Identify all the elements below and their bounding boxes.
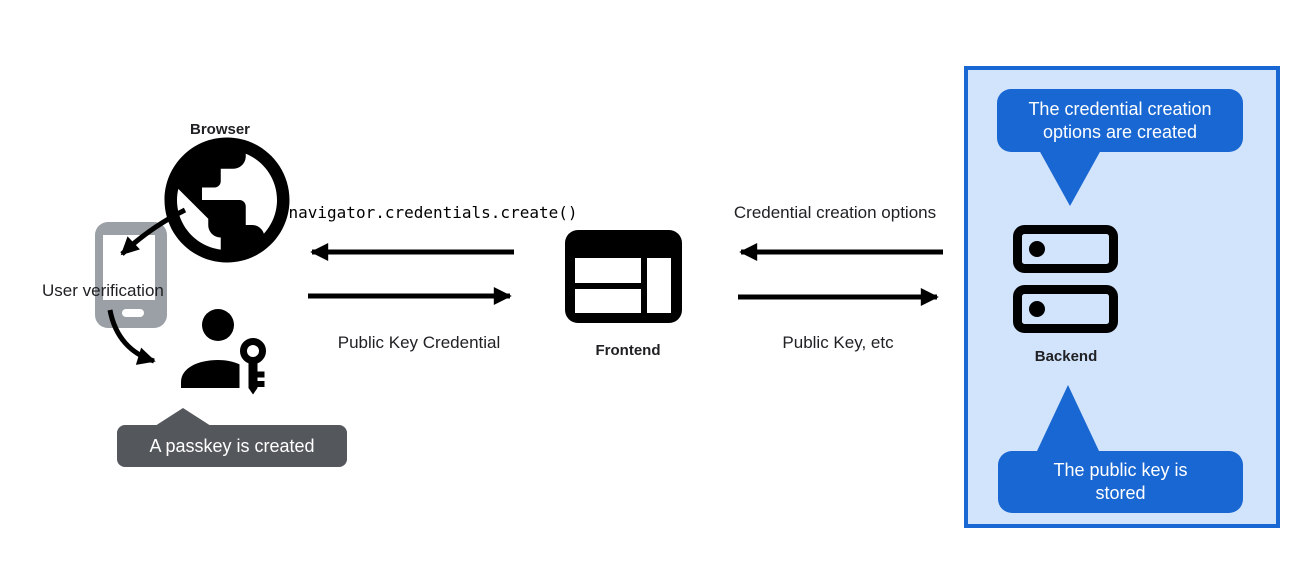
passkey-created-tooltip: A passkey is created <box>117 425 347 467</box>
public-key-etc-label: Public Key, etc <box>782 333 894 352</box>
callout-pointer-up-icon <box>1037 385 1099 451</box>
passkey-user-icon <box>181 309 270 395</box>
tooltip-pointer-icon <box>155 408 211 426</box>
credentials-create-call-label: navigator.credentials.create() <box>288 203 578 222</box>
backend-callout-top-text: The credential creation options are crea… <box>1028 98 1212 142</box>
frontend-label: Frontend <box>595 342 661 359</box>
backend-callout-bottom-text: The public key is stored <box>1053 460 1188 503</box>
credential-creation-options-label: Credential creation options <box>733 203 937 222</box>
globe-icon <box>164 137 290 263</box>
backend-callout-bottom: The public key is stored <box>998 451 1243 513</box>
backend-server-icon <box>1013 225 1118 333</box>
passkey-created-tooltip-text: A passkey is created <box>149 435 315 456</box>
frontend-window-icon <box>565 230 682 323</box>
key-icon <box>240 338 266 395</box>
backend-label: Backend <box>1034 348 1098 365</box>
public-key-credential-label: Public Key Credential <box>337 333 501 352</box>
backend-callout-top: The credential creation options are crea… <box>997 89 1243 152</box>
browser-label: Browser <box>189 121 251 138</box>
user-verification-label: User verification <box>42 281 164 300</box>
callout-pointer-down-icon <box>1039 150 1101 206</box>
